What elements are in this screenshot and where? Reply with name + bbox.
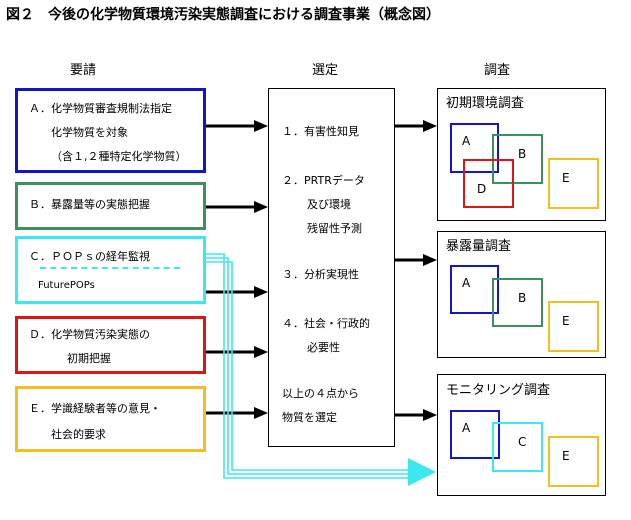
criterion-1-line-1: １．有害性知見 [282, 125, 359, 138]
survey-box-initial: 初期環境調査 A B D E [437, 88, 606, 221]
arrow-pops-to-monitoring-survey [206, 253, 436, 486]
criterion-4-line-1: ４．社会・行政的 [282, 317, 370, 330]
region-d: D [463, 159, 514, 208]
region-c: C [492, 422, 543, 472]
region-b: B [492, 278, 543, 327]
arrow-request-e-to-selection [206, 407, 268, 419]
region-b-label: B [518, 291, 527, 305]
criterion-2-line-2: 及び環境 [307, 198, 351, 211]
criterion-3-line-1: ３．分析実現性 [282, 268, 359, 281]
survey-exposure-title: 暴露量調査 [446, 239, 512, 254]
request-a-line-3: （含１,２種特定化学物質） [51, 150, 187, 163]
diagram-title: 図２ 今後の化学物質環境汚染実態調査における調査事業（概念図） [6, 7, 440, 23]
selection-box: １．有害性知見 ２．PRTRデータ 及び環境 残留性予測 ３．分析実現性 ４．社… [268, 88, 395, 447]
conclusion-line-1: 以上の４点から [282, 387, 359, 400]
survey-box-monitoring: モニタリング調査 A C E [437, 374, 606, 496]
conclusion-line-2: 物質を選定 [282, 411, 337, 424]
region-a: A [450, 410, 500, 459]
region-a-label: A [462, 276, 471, 290]
region-e-label: E [562, 449, 570, 463]
request-c-line-2: FuturePOPs [38, 280, 95, 291]
arrow-request-b-to-selection [206, 201, 268, 213]
region-e: E [548, 158, 599, 209]
request-a-line-2: 化学物質を対象 [51, 126, 128, 139]
request-box-e: Ｅ．学識経験者等の意見・ 社会的要求 [15, 386, 206, 452]
survey-monitoring-title: モニタリング調査 [446, 383, 551, 398]
header-survey: 調査 [484, 63, 511, 78]
survey-box-exposure: 暴露量調査 A B E [437, 231, 606, 358]
request-e-line-2: 社会的要求 [51, 428, 106, 441]
arrow-request-a-to-selection [206, 120, 268, 132]
request-box-d: Ｄ．化学物質汚染実態の 初期把握 [15, 316, 206, 374]
region-a-label: A [462, 421, 471, 435]
region-e: E [548, 436, 599, 487]
region-e-label: E [562, 171, 570, 185]
criterion-4-line-2: 必要性 [307, 341, 340, 354]
region-c-label: C [518, 435, 527, 449]
region-a-label: A [462, 134, 471, 148]
arrow-request-d-to-selection [206, 346, 268, 358]
request-box-b: Ｂ．暴露量等の実態把握 [15, 182, 206, 230]
region-d-label: D [477, 182, 487, 196]
request-e-line-1: Ｅ．学識経験者等の意見・ [29, 402, 161, 415]
request-box-a: Ａ．化学物質審査規制法指定 化学物質を対象 （含１,２種特定化学物質） [15, 88, 206, 173]
region-a: A [450, 265, 499, 314]
header-selection: 選定 [312, 63, 339, 78]
header-request: 要請 [70, 63, 97, 78]
region-a: A [450, 123, 499, 173]
region-e: E [548, 301, 599, 352]
request-a-line-1: Ａ．化学物質審査規制法指定 [29, 102, 172, 115]
request-d-line-1: Ｄ．化学物質汚染実態の [29, 328, 150, 341]
survey-initial-title: 初期環境調査 [446, 96, 525, 111]
arrow-selection-to-exposure-survey [395, 254, 437, 266]
request-box-c: Ｃ．ＰＯＰｓの経年監視 FuturePOPs [15, 236, 206, 304]
region-b-label: B [518, 147, 527, 161]
arrow-request-c-to-selection [206, 286, 268, 298]
request-c-dashed-underline [40, 267, 180, 269]
criterion-2-line-1: ２．PRTRデータ [282, 174, 365, 187]
request-d-line-2: 初期把握 [67, 352, 111, 365]
arrow-selection-to-monitoring-survey [395, 409, 437, 421]
criterion-2-line-3: 残留性予測 [307, 222, 362, 235]
arrow-selection-to-initial-survey [395, 120, 437, 132]
region-e-label: E [562, 314, 570, 328]
request-b-line-1: Ｂ．暴露量等の実態把握 [29, 198, 150, 211]
request-c-line-1: Ｃ．ＰＯＰｓの経年監視 [29, 250, 150, 263]
